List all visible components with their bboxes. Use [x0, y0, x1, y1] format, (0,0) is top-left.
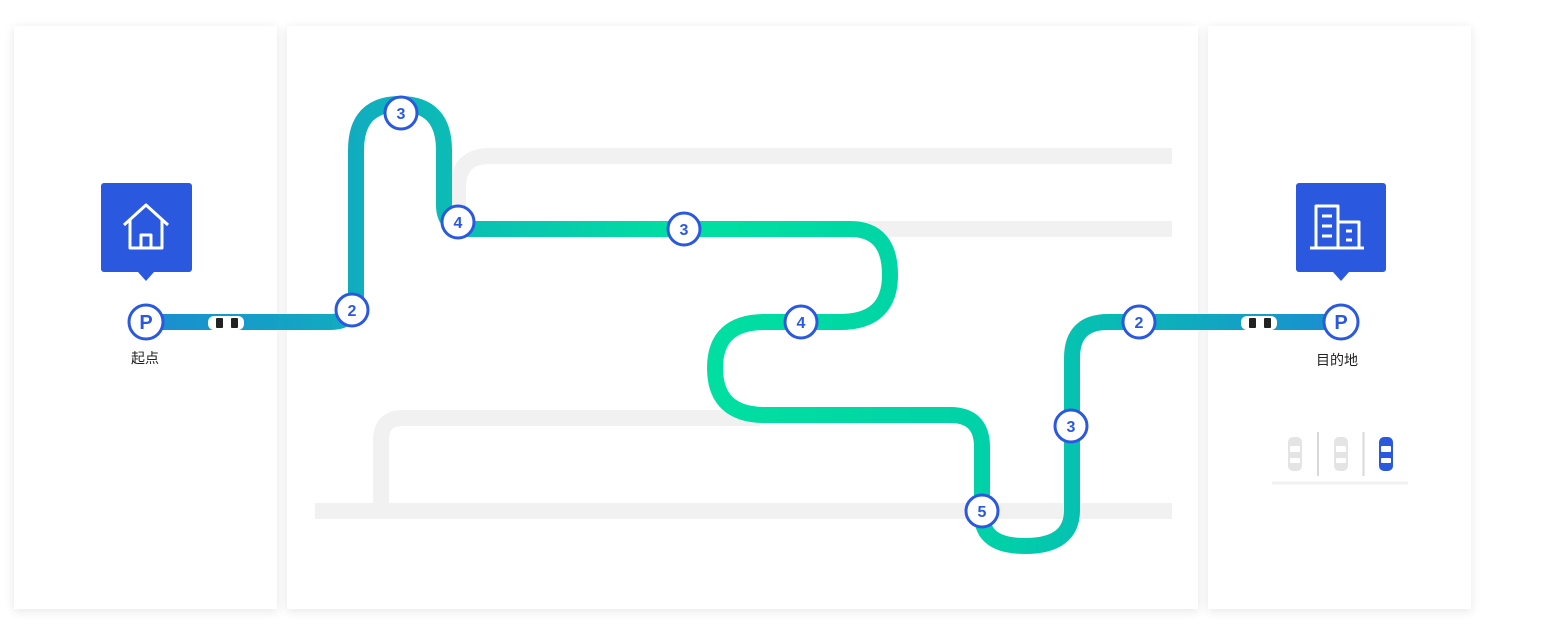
start-callout	[101, 183, 192, 281]
target-parking-slot	[1379, 437, 1393, 471]
waypoint-marker: 4	[440, 204, 476, 240]
road-lower-loop	[373, 410, 760, 505]
car-icon	[1241, 316, 1277, 330]
waypoint-number: 5	[978, 504, 987, 521]
waypoint-circle	[1053, 408, 1089, 444]
waypoint-number: 3	[1067, 419, 1076, 436]
waypoint-circle	[383, 95, 419, 131]
end-marker-letter: P	[1334, 312, 1347, 334]
waypoint-number: 3	[680, 222, 689, 239]
start-marker-letter: P	[139, 312, 152, 334]
start-label: 起点	[131, 351, 159, 367]
waypoint-marker: 3	[666, 211, 702, 247]
waypoint-circle	[440, 204, 476, 240]
home-icon	[122, 203, 170, 250]
waypoint-number: 2	[348, 303, 357, 320]
occupied-parking-slot	[1288, 437, 1302, 471]
waypoint-circle	[1121, 304, 1157, 340]
waypoint-marker: 5	[964, 493, 1000, 529]
waypoint-marker: 3	[1053, 408, 1089, 444]
waypoint-circle	[666, 211, 702, 247]
occupied-parking-slot	[1334, 437, 1348, 471]
end-parking-marker: P	[1322, 303, 1360, 341]
start-parking-marker: P	[127, 303, 165, 341]
waypoint-circle	[964, 493, 1000, 529]
waypoint-marker: 2	[1121, 304, 1157, 340]
waypoint-marker: 3	[383, 95, 419, 131]
waypoint-marker: 4	[783, 304, 819, 340]
waypoint-layer: 2 3 4 3 4 5 3 2	[334, 95, 1157, 529]
background-roads	[315, 148, 1408, 519]
waypoint-circle	[334, 292, 370, 328]
waypoint-circle	[783, 304, 819, 340]
destination-label: 目的地	[1316, 353, 1358, 369]
road-upper	[450, 148, 1172, 222]
waypoint-number: 3	[397, 106, 406, 123]
waypoint-number: 4	[454, 215, 463, 232]
car-icon	[208, 316, 244, 330]
waypoint-number: 2	[1135, 315, 1144, 332]
waypoint-number: 4	[797, 315, 806, 332]
building-icon	[1310, 204, 1364, 250]
parking-slots	[1288, 432, 1393, 476]
end-callout	[1296, 183, 1386, 281]
waypoint-marker: 2	[334, 292, 370, 328]
